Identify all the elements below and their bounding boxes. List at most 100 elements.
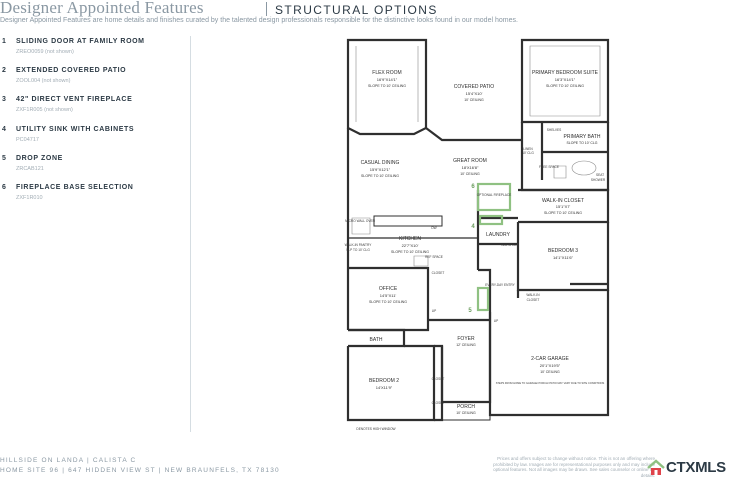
- floor-plan-fixtures: [351, 45, 601, 267]
- room-flex-note: SLOPE TO 10' CEILING: [368, 84, 406, 88]
- room-kitchen: KITCHEN: [399, 236, 421, 242]
- feature-name: DROP ZONE: [16, 154, 63, 162]
- room-casual-dining: CASUAL DINING: [361, 160, 400, 166]
- room-kitchen-note: SLOPE TO 10' CEILING: [391, 250, 429, 254]
- feature-name: FIREPLACE BASE SELECTION: [16, 183, 134, 191]
- marker-5: 5: [468, 308, 472, 314]
- feature-code: ZREO0059 (not shown): [16, 49, 74, 55]
- label-walk-in-pantry: WALK-IN PANTRY: [345, 243, 373, 247]
- feature-number: 1: [2, 38, 6, 45]
- address-line: HOME SITE 96 | 647 HIDDEN VIEW ST | NEW …: [0, 467, 280, 474]
- feature-number: 5: [2, 154, 6, 162]
- label-linen-clg: 10' CLG: [522, 151, 534, 155]
- label-optional-fireplace: OPTIONAL FIREPLACE: [477, 193, 512, 197]
- room-foyer: FOYER: [457, 336, 475, 342]
- room-bedroom-3-dims: 14'1"X11'6": [553, 255, 574, 260]
- label-closet-bed2b: CLOSET: [432, 401, 445, 405]
- header: Designer Appointed Features STRUCTURAL O…: [0, 0, 740, 30]
- room-patio-note: 10' CEILING: [464, 98, 484, 102]
- room-labels: FLEX ROOM 16'9"X14'1" SLOPE TO 10' CEILI…: [361, 70, 601, 415]
- logo-text: CTXMLS: [666, 459, 726, 476]
- label-wd-space: W/D SPACE: [501, 243, 519, 247]
- feature-item: 6 FIREPLACE BASE SELECTION ZXF1R010: [2, 184, 187, 213]
- floor-plan-walls: [346, 38, 610, 422]
- room-walk-in-closet: WALK-IN CLOSET: [542, 198, 584, 204]
- disclaimer: Prices and offers subject to change with…: [493, 456, 655, 478]
- feature-code: PC04717: [16, 136, 39, 143]
- feature-name: 42" DIRECT VENT FIREPLACE: [16, 96, 133, 104]
- room-office: OFFICE: [379, 286, 398, 292]
- label-seat: SEAT: [596, 173, 604, 177]
- label-shower: SHOWER: [591, 178, 606, 182]
- room-garage-note: 10' CEILING: [540, 370, 560, 374]
- label-shelves: SHELVES: [547, 128, 561, 132]
- feature-number: 6: [2, 183, 6, 191]
- room-porch: PORCH: [457, 404, 475, 410]
- room-laundry: LAUNDRY: [486, 232, 510, 238]
- feature-code: ZXF1R005 (not shown): [16, 107, 73, 114]
- marker-6: 6: [471, 184, 475, 190]
- room-primary-bedroom: PRIMARY BEDROOM SUITE: [532, 70, 599, 76]
- community-line: HILLSIDE ON LANDA | CALISTA C: [0, 457, 137, 464]
- option-markers: 6 4 5: [468, 184, 475, 314]
- feature-code: ZXF1R010: [16, 194, 43, 201]
- feature-item: 4 UTILITY SINK WITH CABINETS PC04717: [2, 126, 187, 155]
- page-subtitle: Designer Appointed Features are home det…: [0, 17, 518, 24]
- room-dining-dims: 15'9"X12'1": [370, 167, 391, 172]
- room-primary-bath-note: SLOPE TO 10' CLG: [566, 141, 597, 145]
- feature-code: ZOOL004 (not shown): [16, 78, 71, 85]
- label-closet-b3: CLOSET: [527, 298, 540, 302]
- label-free-space: FREE SPACE: [539, 165, 559, 169]
- highlighted-options: [476, 182, 512, 312]
- label-dw: DW: [431, 226, 436, 230]
- feature-name: UTILITY SINK WITH CABINETS: [16, 125, 135, 133]
- title-separator: [266, 2, 267, 16]
- room-foyer-note: 12' CEILING: [456, 343, 476, 347]
- label-pantry-clg: SLP TO 10' CLG: [346, 248, 370, 252]
- feature-item: 5 DROP ZONE ZRCAB121: [2, 155, 187, 184]
- floor-plan: FLEX ROOM 16'9"X14'1" SLOPE TO 10' CEILI…: [345, 38, 610, 431]
- feature-number: 3: [2, 96, 6, 104]
- feature-item: 1 SLIDING DOOR AT FAMILY ROOM ZREO0059 (…: [2, 38, 187, 67]
- room-bedroom-3: BEDROOM 3: [548, 248, 578, 254]
- room-garage: 2-CAR GARAGE: [531, 356, 569, 362]
- label-up-2: UP: [432, 309, 436, 313]
- room-office-note: SLOPE TO 10' CEILING: [369, 300, 407, 304]
- label-up: UP: [494, 319, 498, 323]
- label-walk-in: WALK-IN: [526, 293, 540, 297]
- room-great-room: GREAT ROOM: [453, 158, 487, 164]
- label-closet-office: CLOSET: [432, 271, 445, 275]
- vertical-divider: [190, 36, 191, 432]
- feature-number: 2: [2, 67, 6, 75]
- room-office-dims: 14'5"X11': [380, 293, 397, 298]
- feature-list: 1 SLIDING DOOR AT FAMILY ROOM ZREO0059 (…: [2, 38, 187, 213]
- room-great-room-note: 10' CEILING: [460, 172, 480, 176]
- feature-code: ZRCAB121: [16, 165, 44, 172]
- room-bath: BATH: [370, 337, 383, 343]
- room-garage-dims: 20'1"X19'5": [540, 363, 561, 368]
- room-primary-bedroom-note: SLOPE TO 10' CEILING: [546, 84, 584, 88]
- label-garage-note: STEPS FROM HOME TO GARAGE/ PORCH/ PATIO …: [496, 381, 605, 385]
- feature-name: EXTENDED COVERED PATIO: [16, 67, 127, 75]
- room-closet-dims: 15'1"X7': [556, 204, 571, 209]
- small-labels: SHELVES LINEN 10' CLG FREE SPACE SEAT SH…: [345, 128, 606, 431]
- feature-item: 3 42" DIRECT VENT FIREPLACE ZXF1R005 (no…: [2, 96, 187, 125]
- label-closet-bed2: CLOSET: [432, 377, 445, 381]
- room-bedroom-2-dims: 14'X11'9": [376, 385, 393, 390]
- house-icon: [647, 459, 665, 475]
- label-window-note: DENOTES HIGH WINDOW: [356, 427, 395, 431]
- label-drop-zone: EVERY-DAY ENTRY: [485, 283, 515, 287]
- room-primary-bedroom-dims: 16'3"X14'1": [555, 77, 576, 82]
- room-patio-dims: 15'4"X10': [466, 91, 483, 96]
- marker-4: 4: [471, 224, 475, 230]
- room-closet-note: SLOPE TO 10' CEILING: [544, 211, 582, 215]
- room-flex-dims: 16'9"X14'1": [377, 77, 398, 82]
- room-great-room-dims: 18'X16'8": [462, 165, 479, 170]
- room-flex: FLEX ROOM: [372, 70, 401, 76]
- room-patio: COVERED PATIO: [454, 84, 494, 90]
- room-primary-bath: PRIMARY BATH: [564, 134, 601, 140]
- label-linen: LINEN: [523, 147, 533, 151]
- feature-item: 2 EXTENDED COVERED PATIO ZOOL004 (not sh…: [2, 67, 187, 96]
- room-porch-note: 10' CEILING: [456, 411, 476, 415]
- label-ref-space: REF SPACE: [425, 255, 443, 259]
